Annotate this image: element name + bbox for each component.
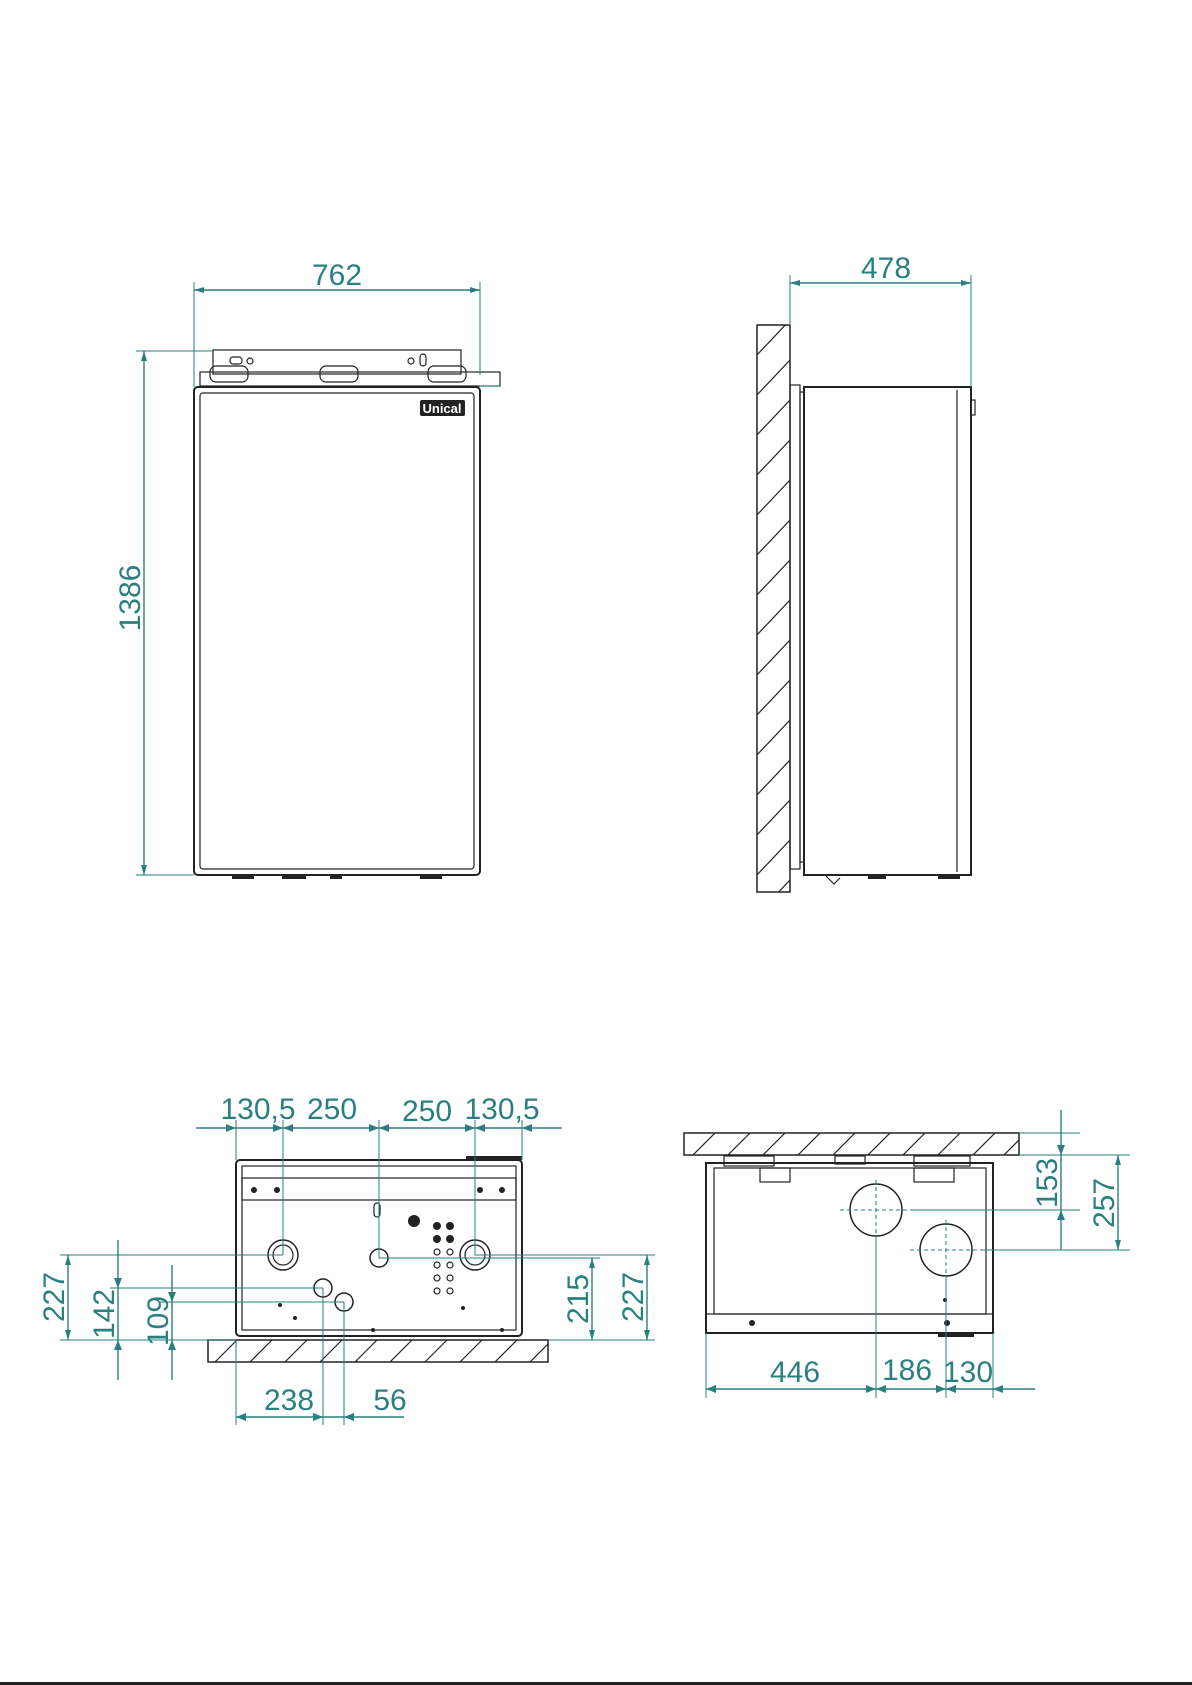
dim-250-right-label: 250 <box>402 1095 452 1128</box>
dim-56-label: 56 <box>373 1384 406 1417</box>
dim-130-5-right-label: 130,5 <box>464 1093 539 1126</box>
dim-250-left-label: 250 <box>307 1093 357 1126</box>
dim-130-5-left-label: 130,5 <box>220 1093 295 1126</box>
side-casing <box>804 387 971 875</box>
dim-side-depth: 478 <box>790 252 971 387</box>
dim-front-width: 762 <box>194 259 480 387</box>
dim-446-label: 446 <box>770 1356 820 1389</box>
dim-109-label: 109 <box>142 1296 175 1346</box>
dim-227-right-label: 227 <box>617 1272 650 1322</box>
front-view: Unical <box>194 350 500 879</box>
dim-215-label: 215 <box>562 1274 595 1324</box>
dim-153-label: 153 <box>1031 1158 1064 1208</box>
dim-478-label: 478 <box>861 252 911 285</box>
dim-130-label: 130 <box>943 1356 993 1389</box>
side-wall <box>757 325 790 892</box>
bottom-view <box>208 1156 548 1362</box>
dim-142-label: 142 <box>88 1289 121 1339</box>
dim-257-label: 257 <box>1088 1178 1121 1228</box>
dim-227-left-label: 227 <box>38 1272 71 1322</box>
dim-1386-label: 1386 <box>114 565 147 632</box>
front-casing <box>194 387 480 875</box>
bottom-floor <box>208 1340 548 1362</box>
dim-762-label: 762 <box>312 259 362 292</box>
dim-186-label: 186 <box>882 1354 932 1387</box>
dim-238-label: 238 <box>264 1384 314 1417</box>
side-view <box>757 320 975 915</box>
top-view <box>684 1133 1019 1337</box>
brand-logo-text: Unical <box>422 401 461 416</box>
